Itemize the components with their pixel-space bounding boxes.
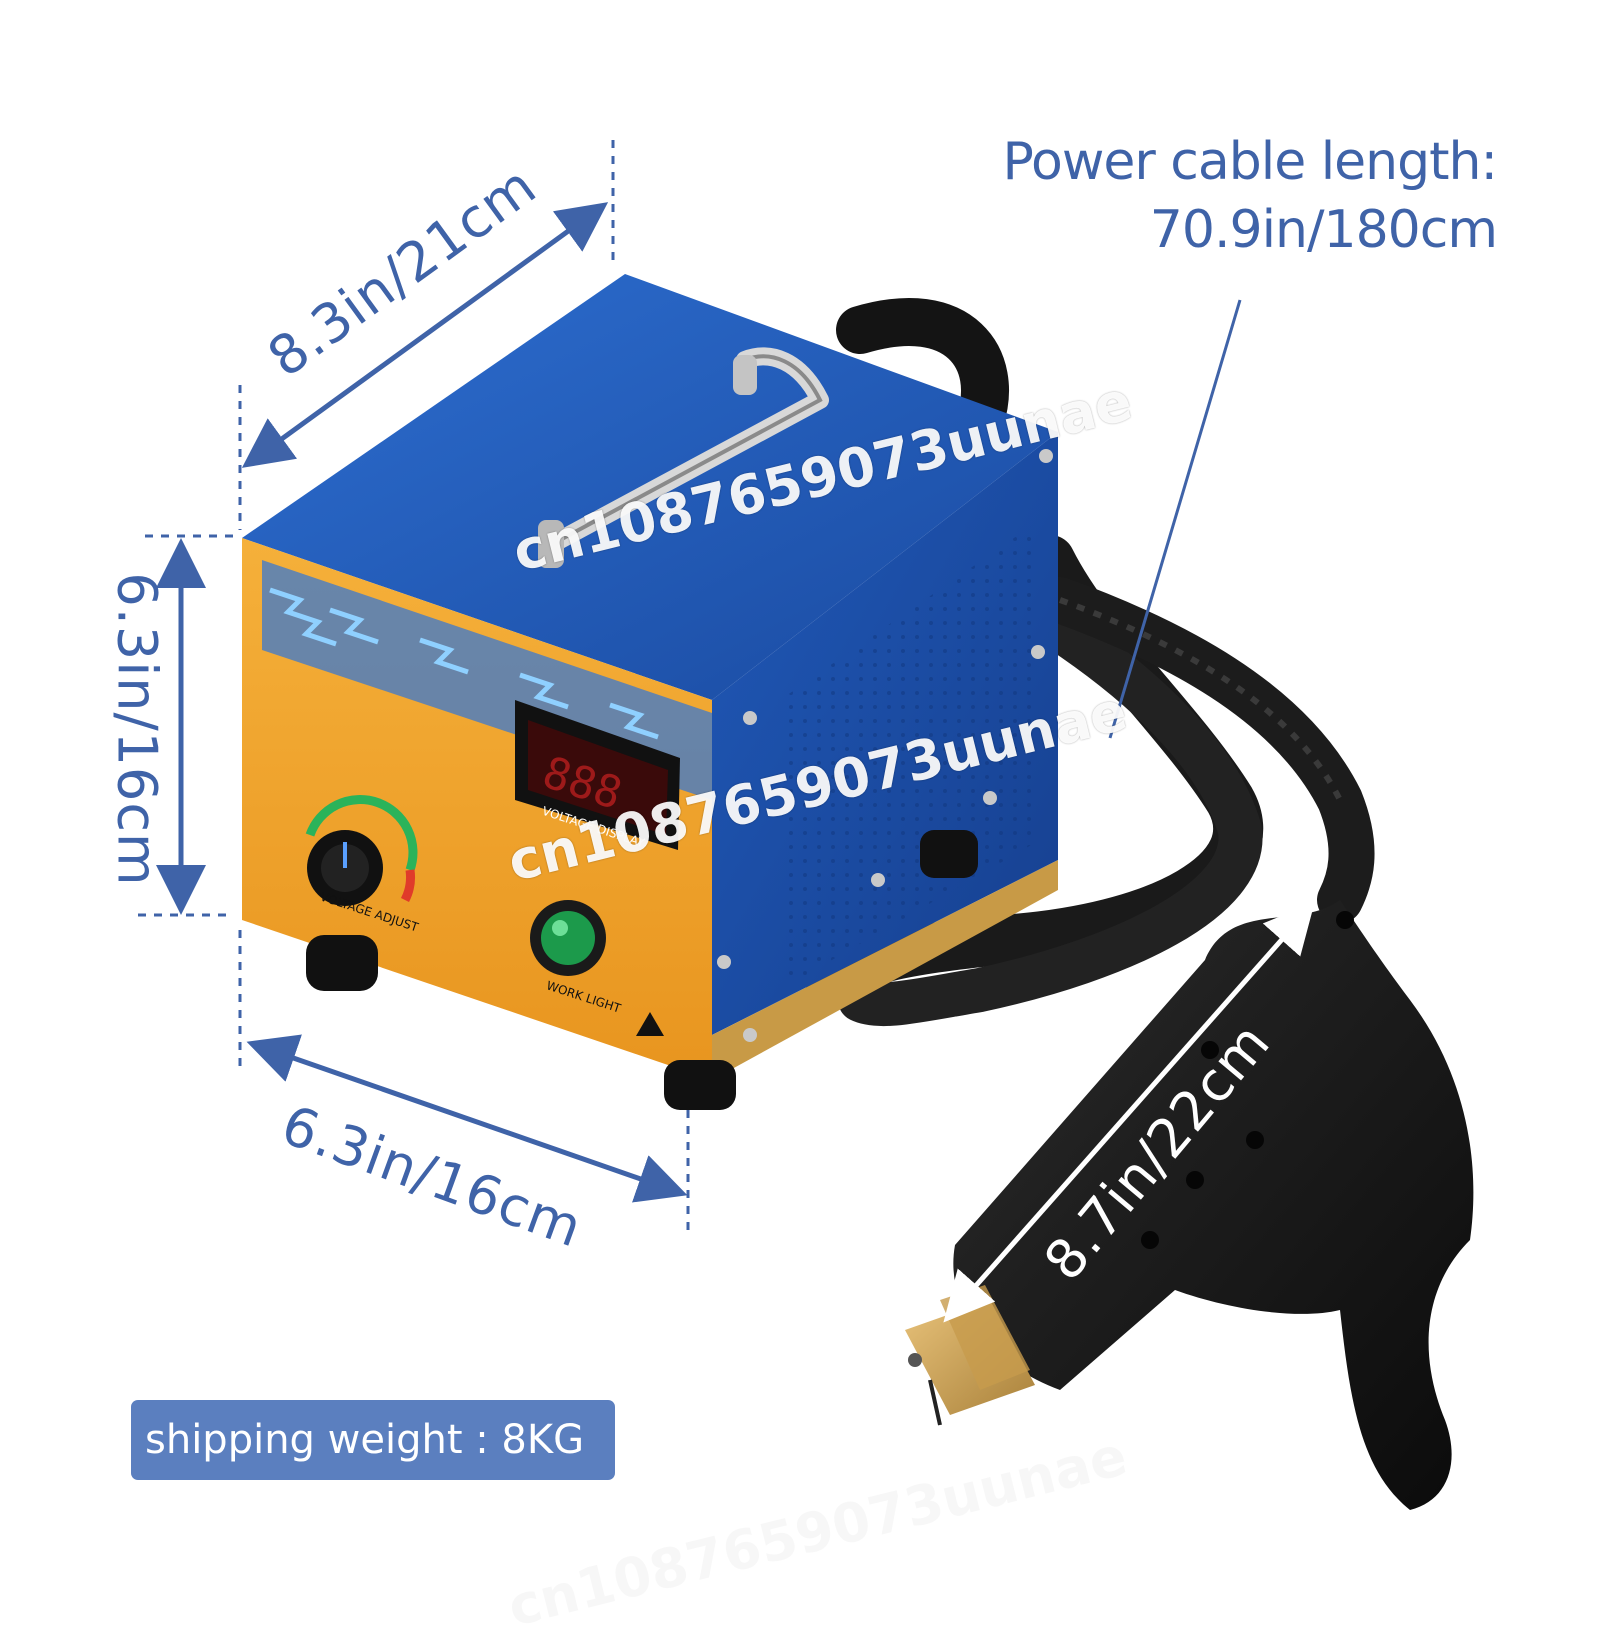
cable-length-value: 70.9in/180cm — [1149, 200, 1498, 260]
depth-arrow — [246, 1034, 688, 1203]
shipping-weight-badge: shipping weight : 8KG — [131, 1400, 615, 1480]
cable-length-text: Power cable length: 70.9in/180cm — [1002, 128, 1498, 264]
height-label: 6.3in/16cm — [105, 572, 169, 887]
top-width-arrow — [241, 202, 609, 468]
gun-length-arrow — [943, 902, 1315, 1323]
product-scene: 888 — [138, 140, 1474, 1510]
welder-machine: 888 — [242, 274, 1058, 1110]
cable-length-title: Power cable length: — [1002, 132, 1498, 192]
dimension-lines — [138, 140, 1242, 1232]
cable-pointer-line — [1108, 299, 1242, 739]
